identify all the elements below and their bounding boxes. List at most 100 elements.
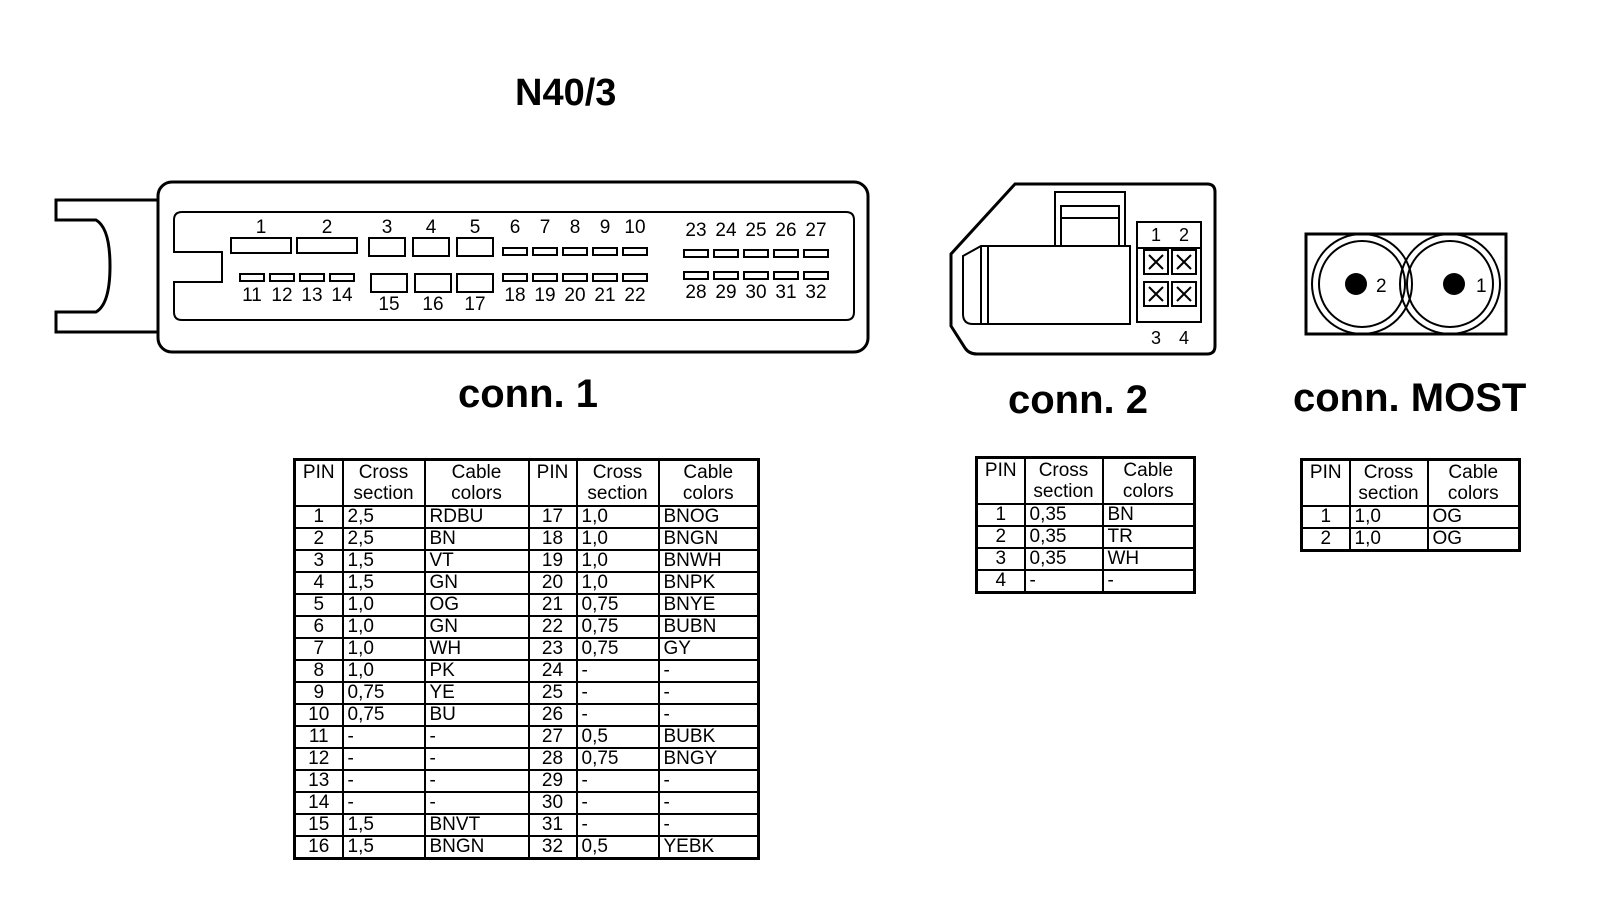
cross-section-cell: 1,0 (341, 637, 426, 661)
cross-section-cell: 0,35 (1023, 503, 1104, 527)
pin-cell: 17 (527, 505, 578, 529)
cross-section-cell: 1,0 (575, 549, 660, 573)
cross-section-cell: 1,5 (341, 571, 426, 595)
conn1-slot-32 (803, 271, 829, 280)
pin-cell: 32 (527, 835, 578, 860)
conn1-pin-table: PIN Cross section Cable colors PIN Cross… (293, 458, 760, 860)
cross-section-cell: 0,75 (575, 615, 660, 639)
header-cable-colors: Cable colors (657, 458, 760, 507)
conn1-pin-label-27: 27 (805, 220, 826, 241)
conn1-pin-label-1: 1 (256, 217, 267, 238)
cross-section-cell: - (575, 681, 660, 705)
pin-cell: 1 (1300, 505, 1351, 529)
pin-cell: 9 (293, 681, 344, 705)
header-pin: PIN (293, 458, 344, 507)
pin-cell: 6 (293, 615, 344, 639)
header-cross-section: Cross section (1348, 458, 1429, 507)
cross-section-cell: 1,5 (341, 835, 426, 860)
conn2-pin-label-4: 4 (1179, 328, 1189, 348)
cross-section-cell: 1,0 (1348, 527, 1429, 552)
conn2-pin-label-3: 3 (1151, 328, 1161, 348)
pin-cell: 4 (293, 571, 344, 595)
header-pin: PIN (527, 458, 578, 507)
cross-section-cell: 0,5 (575, 835, 660, 860)
conn1-slot-12 (269, 273, 295, 282)
cable-color-cell: WH (423, 637, 530, 661)
conn1-pin-label-4: 4 (426, 217, 437, 238)
cross-section-cell: - (341, 791, 426, 815)
cross-section-cell: 0,75 (575, 593, 660, 617)
cable-color-cell: BNGY (657, 747, 760, 771)
cable-color-cell: GN (423, 615, 530, 639)
conn2-contacts (1143, 249, 1197, 307)
pin-cell: 5 (293, 593, 344, 617)
conn1-pin-label-17: 17 (464, 294, 485, 315)
conn1-pin-label-14: 14 (331, 285, 353, 306)
cross-section-cell: 1,0 (1348, 505, 1429, 529)
cross-section-cell: - (575, 769, 660, 793)
conn1-slot-15 (370, 273, 408, 293)
conn2-contact-mark-4 (1176, 286, 1192, 302)
pin-cell: 21 (527, 593, 578, 617)
connmost-label: conn. MOST (1293, 376, 1527, 420)
pin-cell: 11 (293, 725, 344, 749)
cross-section-cell: 0,5 (575, 725, 660, 749)
header-pin: PIN (1300, 458, 1351, 507)
pin-cell: 1 (975, 503, 1026, 527)
cable-color-cell: BU (423, 703, 530, 727)
conn1-pin-label-8: 8 (570, 217, 581, 238)
cable-color-cell: BUBN (657, 615, 760, 639)
conn1-pin-label-11: 11 (242, 285, 262, 306)
pin-cell: 25 (527, 681, 578, 705)
cross-section-cell: 2,5 (341, 527, 426, 551)
cable-color-cell: - (657, 659, 760, 683)
cross-section-cell: 0,75 (341, 703, 426, 727)
pin-cell: 20 (527, 571, 578, 595)
pin-cell: 12 (293, 747, 344, 771)
cable-color-cell: BUBK (657, 725, 760, 749)
conn1-pin-label-32: 32 (805, 282, 826, 303)
cable-color-cell: YE (423, 681, 530, 705)
cable-color-cell: - (423, 769, 530, 793)
pin-cell: 3 (293, 549, 344, 573)
conn1-pin-label-5: 5 (470, 217, 481, 238)
table-header-row: PIN Cross section Cable colors (975, 456, 1196, 505)
pin-cell: 13 (293, 769, 344, 793)
conn1-slot-25 (743, 249, 769, 258)
conn1-slot-2 (296, 237, 358, 254)
pin-cell: 10 (293, 703, 344, 727)
header-cross-section: Cross section (341, 458, 426, 507)
cable-color-cell: OG (423, 593, 530, 617)
pin-cell: 16 (293, 835, 344, 860)
conn1-pin-label-12: 12 (271, 285, 292, 306)
pin-cell: 30 (527, 791, 578, 815)
conn1-slot-24 (713, 249, 739, 258)
cable-color-cell: RDBU (423, 505, 530, 529)
pin-cell: 18 (527, 527, 578, 551)
cable-color-cell: OG (1426, 505, 1521, 529)
pin-cell: 14 (293, 791, 344, 815)
cable-color-cell: BN (423, 527, 530, 551)
pin-cell: 28 (527, 747, 578, 771)
pin-cell: 15 (293, 813, 344, 837)
cable-color-cell: TR (1101, 525, 1196, 549)
cross-section-cell: 0,75 (575, 747, 660, 771)
table-header-row: PIN Cross section Cable colors (1300, 458, 1521, 507)
conn1-slot-20 (562, 273, 588, 282)
cross-section-cell: - (341, 747, 426, 771)
conn1-pin-label-24: 24 (715, 220, 737, 241)
conn1-pin-label-26: 26 (775, 220, 796, 241)
